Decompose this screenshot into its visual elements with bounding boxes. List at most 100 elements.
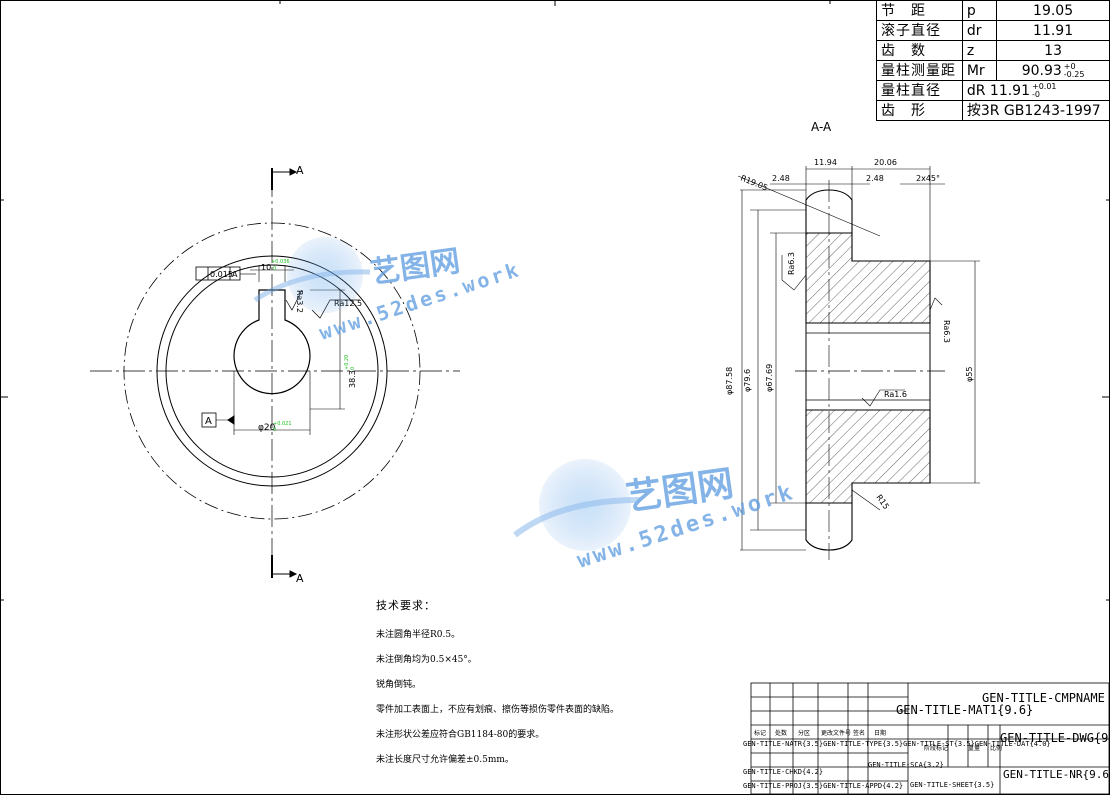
bore-tol-u: +0.021 — [273, 421, 292, 427]
param-name: 齿 形 — [876, 100, 963, 121]
section-mark-top: A — [296, 164, 304, 177]
tech-line: 零件加工表面上，不应有划痕、擦伤等损伤零件表面的缺陷。 — [376, 705, 620, 715]
title-hdr2-1: 阶段标记 — [924, 745, 949, 752]
param-name: 量柱测量距 — [876, 60, 963, 81]
keyway-depth-tol-u: +0.20 — [344, 355, 350, 370]
param-value: 11.91 — [996, 20, 1110, 41]
rim-hatch-bottom — [805, 409, 931, 504]
title-cmpname: GEN-TITLE-CMPNAME — [982, 691, 1105, 705]
bore-tol-l: 0 — [273, 427, 276, 433]
param-row: 节 距 p 19.05 — [876, 0, 1110, 21]
param-value: 90.93 — [1021, 62, 1062, 79]
title-row3: GEN-TITLE-PROJ{3.5}GEN-TITLE-APPD{4.2} — [743, 782, 904, 790]
tol-lower: -0.25 — [1063, 69, 1085, 79]
dim-chamfer2: 2.48 — [866, 174, 884, 183]
front-view-labels: A A 0.015 A A 10 +0.036 0 38.3 +0.20 0 φ… — [205, 164, 362, 585]
technical-requirements: 技术要求： 未注圆角半径R0.5。 未注倒角均为0.5×45°。 锐角倒钝。 零… — [376, 597, 619, 777]
keyway-tol-l: 0 — [273, 266, 276, 272]
keyway-depth: 38.3 — [348, 370, 357, 388]
param-row: 量柱直径 dR 11.91+0.01-0 — [876, 80, 1110, 101]
tech-line: 锐角倒钝。 — [376, 680, 422, 690]
param-name: 量柱直径 — [876, 80, 963, 101]
param-name: 滚子直径 — [876, 20, 963, 41]
title-sheet: GEN-TITLE-SHEET{3.5} — [910, 781, 995, 789]
tol-upper: +0.01 — [1032, 81, 1057, 91]
globe-icon — [539, 459, 631, 551]
dim-r-tip: R19.05 — [739, 174, 769, 193]
param-value-with-tolerance: dR 11.91+0.01-0 — [961, 80, 1110, 101]
tolerance: +0.01-0 — [1032, 81, 1057, 99]
param-value: 19.05 — [996, 0, 1110, 21]
dim-chamfer1: 2.48 — [772, 174, 790, 183]
title-hdr-1: 标记 — [754, 730, 767, 737]
title-row1: GEN-TITLE-NATR{3.5}GEN-TITLE-TYPE{3.5}GE… — [743, 740, 1051, 748]
param-row: 量柱测量距 Mr 90.93+0-0.25 — [876, 60, 1110, 81]
dim-chamfer3: 2x45° — [916, 174, 940, 183]
param-symbol: dR — [966, 82, 986, 99]
front-view — [90, 168, 460, 578]
tech-line: 未注圆角半径R0.5。 — [376, 630, 461, 640]
ra-bore-section: Ra1.6 — [884, 390, 907, 399]
title-hdr-3: 分区 — [798, 730, 811, 737]
section-view — [737, 166, 980, 560]
param-row: 齿 数 z 13 — [876, 40, 1110, 61]
bore-dia: φ20 — [258, 423, 276, 433]
param-value: 13 — [996, 40, 1110, 61]
section-mark-bottom: A — [296, 572, 304, 585]
tolerance: +0-0.25 — [1063, 61, 1085, 79]
sheet-ticks — [0, 0, 1110, 601]
tech-line: 未注形状公差应符合GB1184-80的要求。 — [376, 730, 545, 740]
param-name: 齿 数 — [876, 40, 963, 61]
title-hdr-2: 处数 — [775, 730, 788, 737]
title-hdr2-3: 比例 — [990, 745, 1003, 752]
sprocket-parameter-table: 节 距 p 19.05 滚子直径 dr 11.91 齿 数 z 13 量柱测量距… — [876, 0, 1110, 121]
ra-right: Ra6.3 — [942, 320, 951, 343]
title-row2: GEN-TITLE-CHKD{4.2} — [743, 768, 824, 776]
param-symbol: z — [961, 40, 998, 61]
watermark-lower: 艺图网 www.52des.work — [513, 459, 798, 574]
runout-value: 0.015 — [210, 270, 233, 279]
param-symbol: dr — [961, 20, 998, 41]
param-symbol: 按3R GB1243-1997 — [961, 100, 1110, 121]
dim-w-total: 11.94 — [814, 158, 837, 167]
dim-d-inner: φ67.69 — [765, 364, 774, 392]
section-title: A-A — [811, 120, 832, 134]
title-scale: GEN-TITLE-SCA{3.2} — [868, 761, 944, 769]
title-hdr-6: 日期 — [874, 730, 887, 737]
title-dwg: GEN-TITLE-DWG{9. — [1000, 731, 1110, 745]
keyway-tol-u: +0.036 — [271, 259, 290, 265]
title-hdr-5: 签名 — [853, 730, 866, 737]
datum-letter: A — [205, 416, 212, 427]
globe-icon — [287, 237, 363, 313]
param-name: 节 距 — [876, 0, 963, 21]
param-symbol: Mr — [961, 60, 998, 81]
ra-left: Ra6.3 — [787, 252, 796, 275]
title-mat: GEN-TITLE-MAT1{9.6} — [896, 703, 1034, 717]
dim-r-fillet: R15 — [874, 493, 890, 511]
bore-keyway — [233, 289, 311, 395]
title-nr: GEN-TITLE-NR{9.6 — [1003, 768, 1109, 781]
rim-hatch-top — [805, 232, 931, 324]
dim-d-hub: φ55 — [965, 367, 974, 382]
title-hdr2-2: 重量 — [968, 745, 981, 752]
tech-line: 未注倒角均为0.5×45°。 — [376, 655, 477, 665]
dim-hub-len: 20.06 — [874, 158, 897, 167]
param-value-with-tolerance: 90.93+0-0.25 — [996, 60, 1110, 81]
title-block-grid — [750, 682, 1110, 795]
tol-upper: +0 — [1063, 61, 1076, 71]
dim-d-tip: φ87.58 — [725, 367, 734, 395]
param-value: 11.91 — [989, 82, 1030, 99]
tech-heading: 技术要求： — [376, 599, 436, 612]
param-row: 齿 形 按3R GB1243-1997 — [876, 100, 1110, 121]
runout-datum: A — [232, 270, 238, 279]
dim-d-root: φ79.6 — [743, 369, 752, 392]
keyway-depth-tol-l: 0 — [350, 367, 356, 370]
watermark-upper: 艺图网 www.52des.work — [253, 237, 524, 345]
param-symbol: p — [961, 0, 998, 21]
tol-lower: -0 — [1032, 89, 1040, 99]
keyway-width: 10 — [261, 263, 271, 272]
tech-line: 未注长度尺寸允许偏差±0.5mm。 — [376, 755, 514, 765]
param-row: 滚子直径 dr 11.91 — [876, 20, 1110, 41]
title-hdr-4: 更改文件号 — [821, 730, 852, 737]
